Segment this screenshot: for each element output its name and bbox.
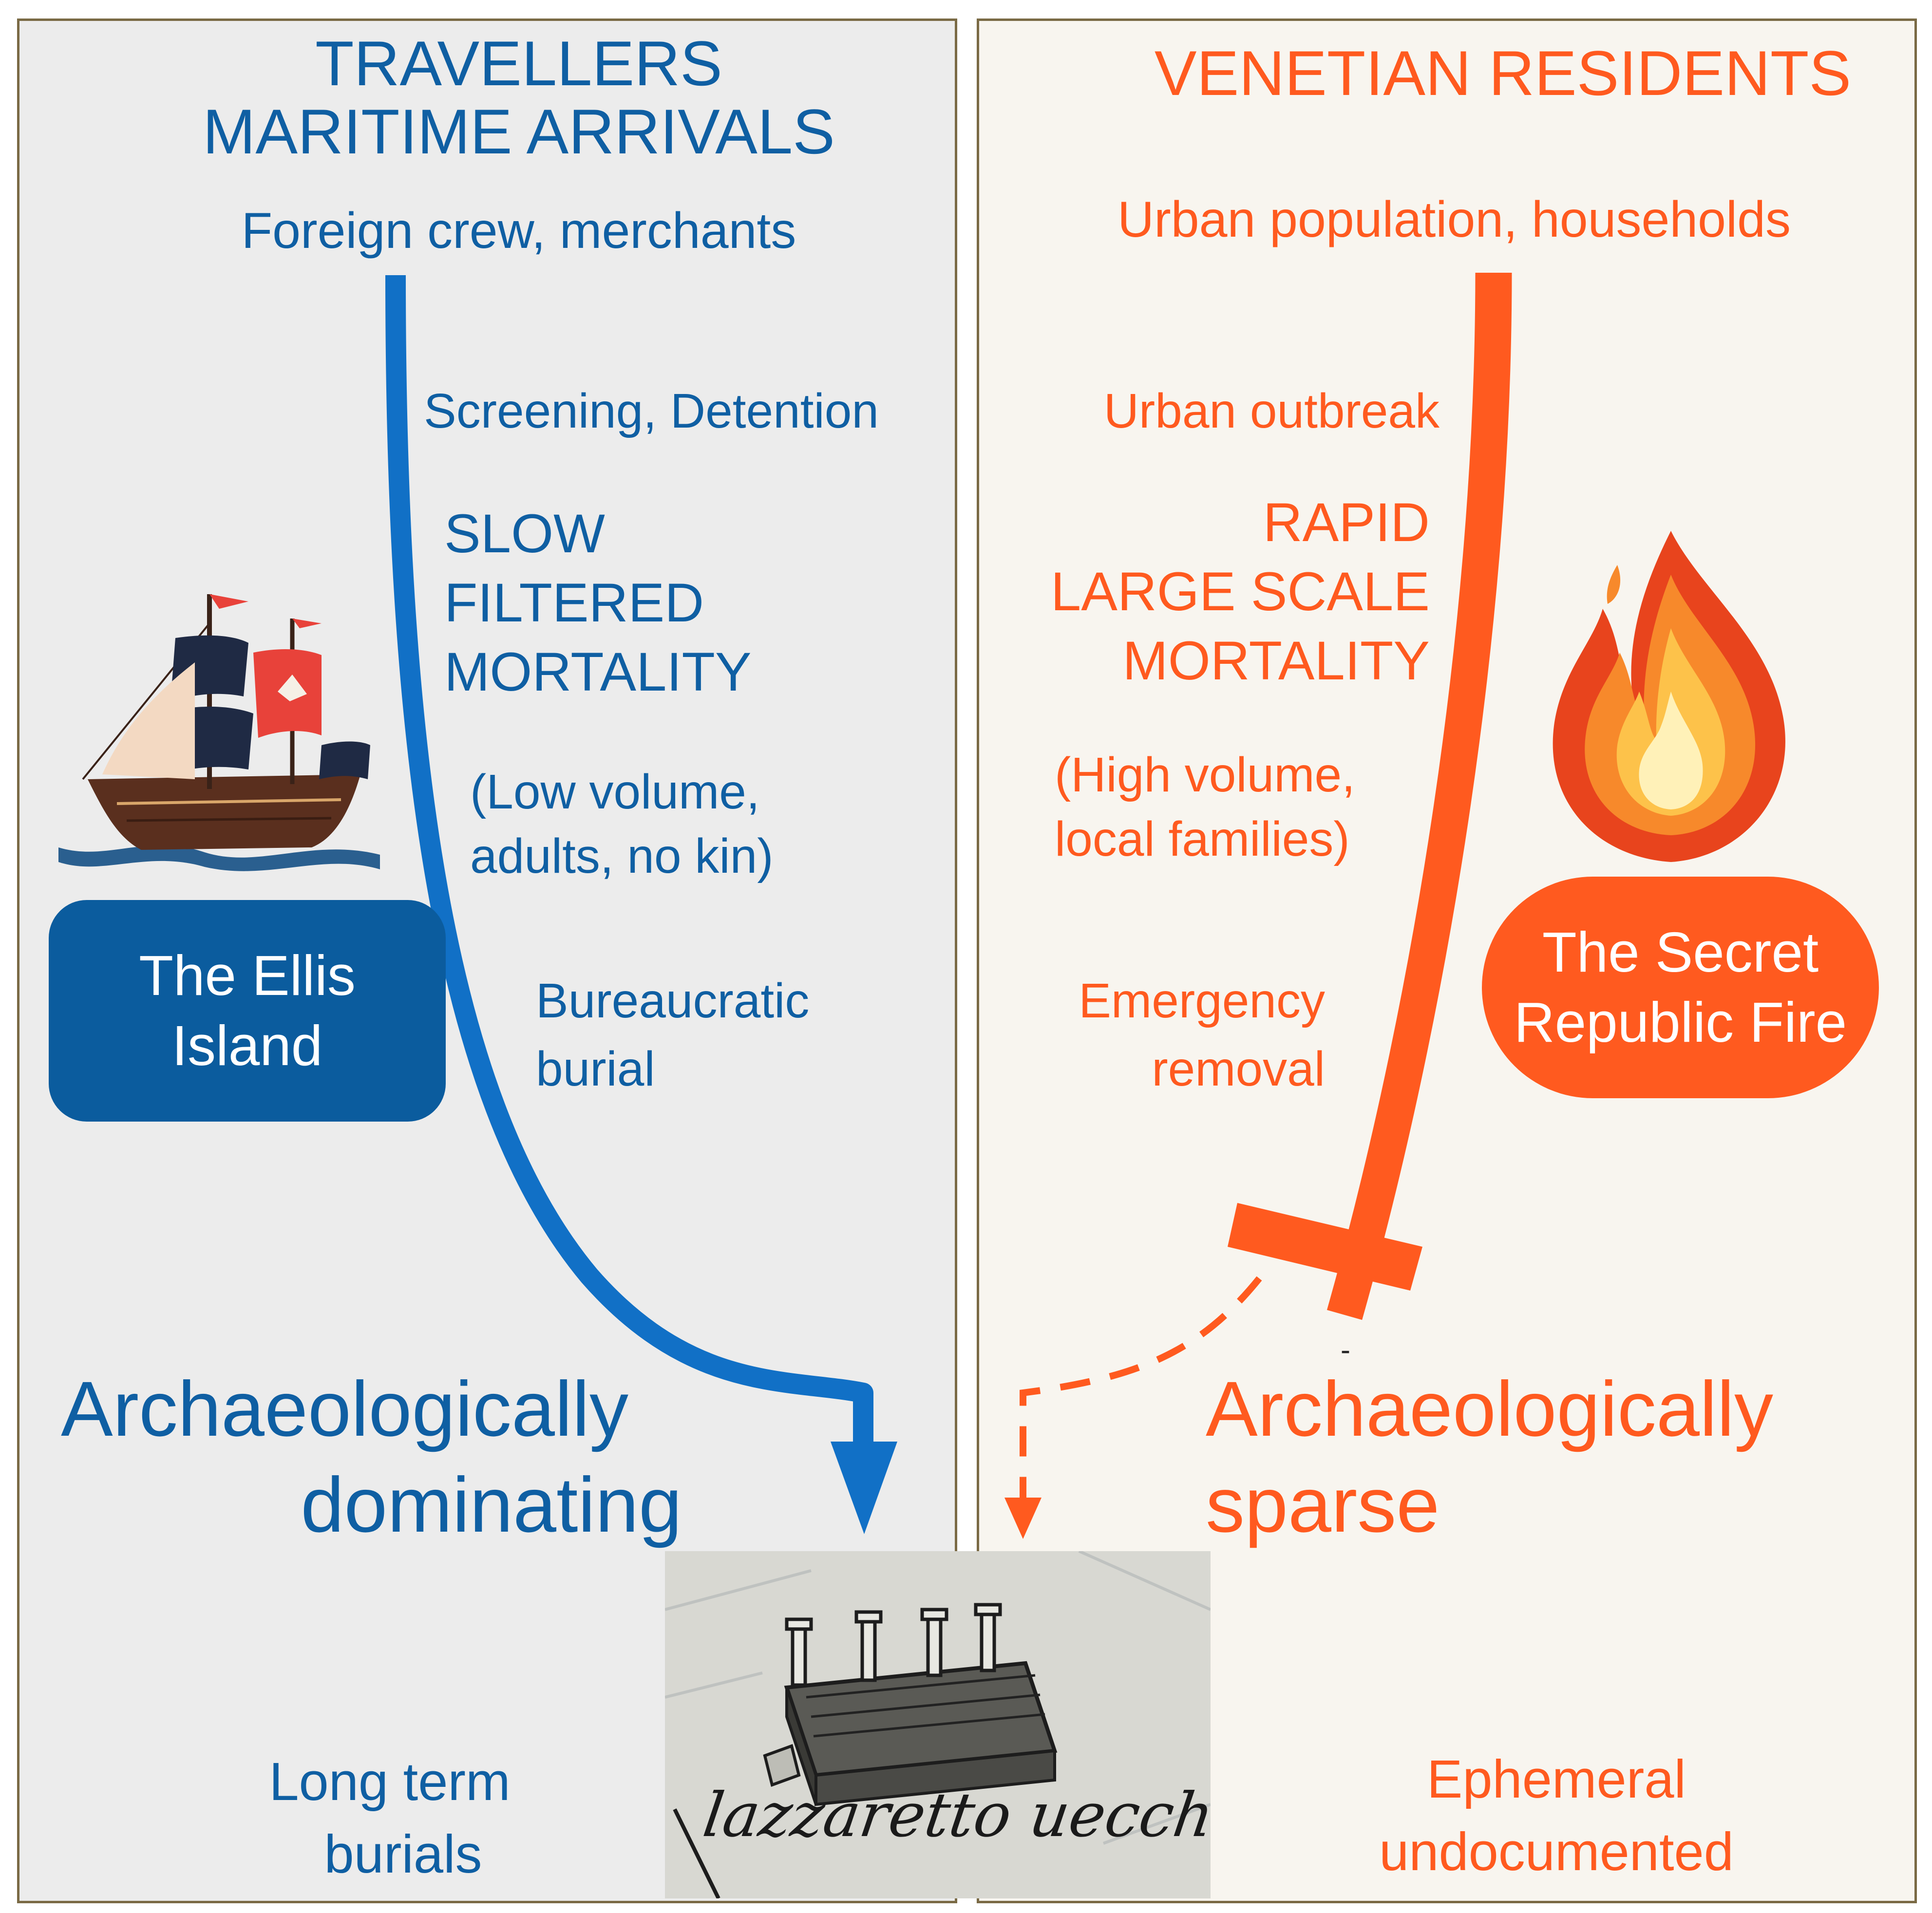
right-step-volume: (High volume, local families) — [1055, 748, 1355, 866]
right-step-removal: Emergency removal — [1079, 974, 1325, 1096]
stray-mark: - — [1341, 1333, 1350, 1366]
left-step-volume: (Low volume, adults, no kin) — [470, 765, 774, 883]
left-subtitle: Foreign crew, merchants — [241, 203, 796, 259]
left-title: TRAVELLERS MARITIME ARRIVALS — [203, 28, 835, 168]
orange-t-bar — [1228, 1203, 1422, 1291]
lazzaretto-caption: lazzaretto uecchio — [699, 1780, 1211, 1851]
left-outcome: Archaeologically dominating — [61, 1365, 682, 1548]
right-outcome: Archaeologically sparse — [1206, 1365, 1774, 1548]
orange-flow-bar — [1326, 272, 1512, 1320]
right-footer: Ephemeral undocumented — [1379, 1749, 1734, 1882]
ship-icon — [58, 594, 380, 871]
right-subtitle: Urban population, households — [1118, 191, 1791, 248]
lazzaretto-vecchio-map-image: lazzaretto uecchio — [665, 1551, 1211, 1898]
right-step-outbreak: Urban outbreak — [1103, 384, 1440, 438]
left-step-burial: Bureaucratic burial — [536, 974, 810, 1096]
fire-icon — [1553, 531, 1785, 862]
right-title: VENETIAN RESIDENTS — [1154, 38, 1852, 109]
blue-flow-arrow — [385, 275, 873, 1456]
blue-arrowhead — [831, 1442, 897, 1534]
left-step-mortality: SLOW FILTERED MORTALITY — [444, 503, 752, 703]
lazzaretto-building-icon — [665, 1551, 1211, 1898]
orange-dashed-arrowhead — [1004, 1498, 1042, 1539]
right-step-mortality: RAPID LARGE SCALE MORTALITY — [1050, 492, 1430, 692]
left-footer: Long term burials — [269, 1752, 511, 1884]
left-step-screening: Screening, Detention — [424, 384, 879, 438]
